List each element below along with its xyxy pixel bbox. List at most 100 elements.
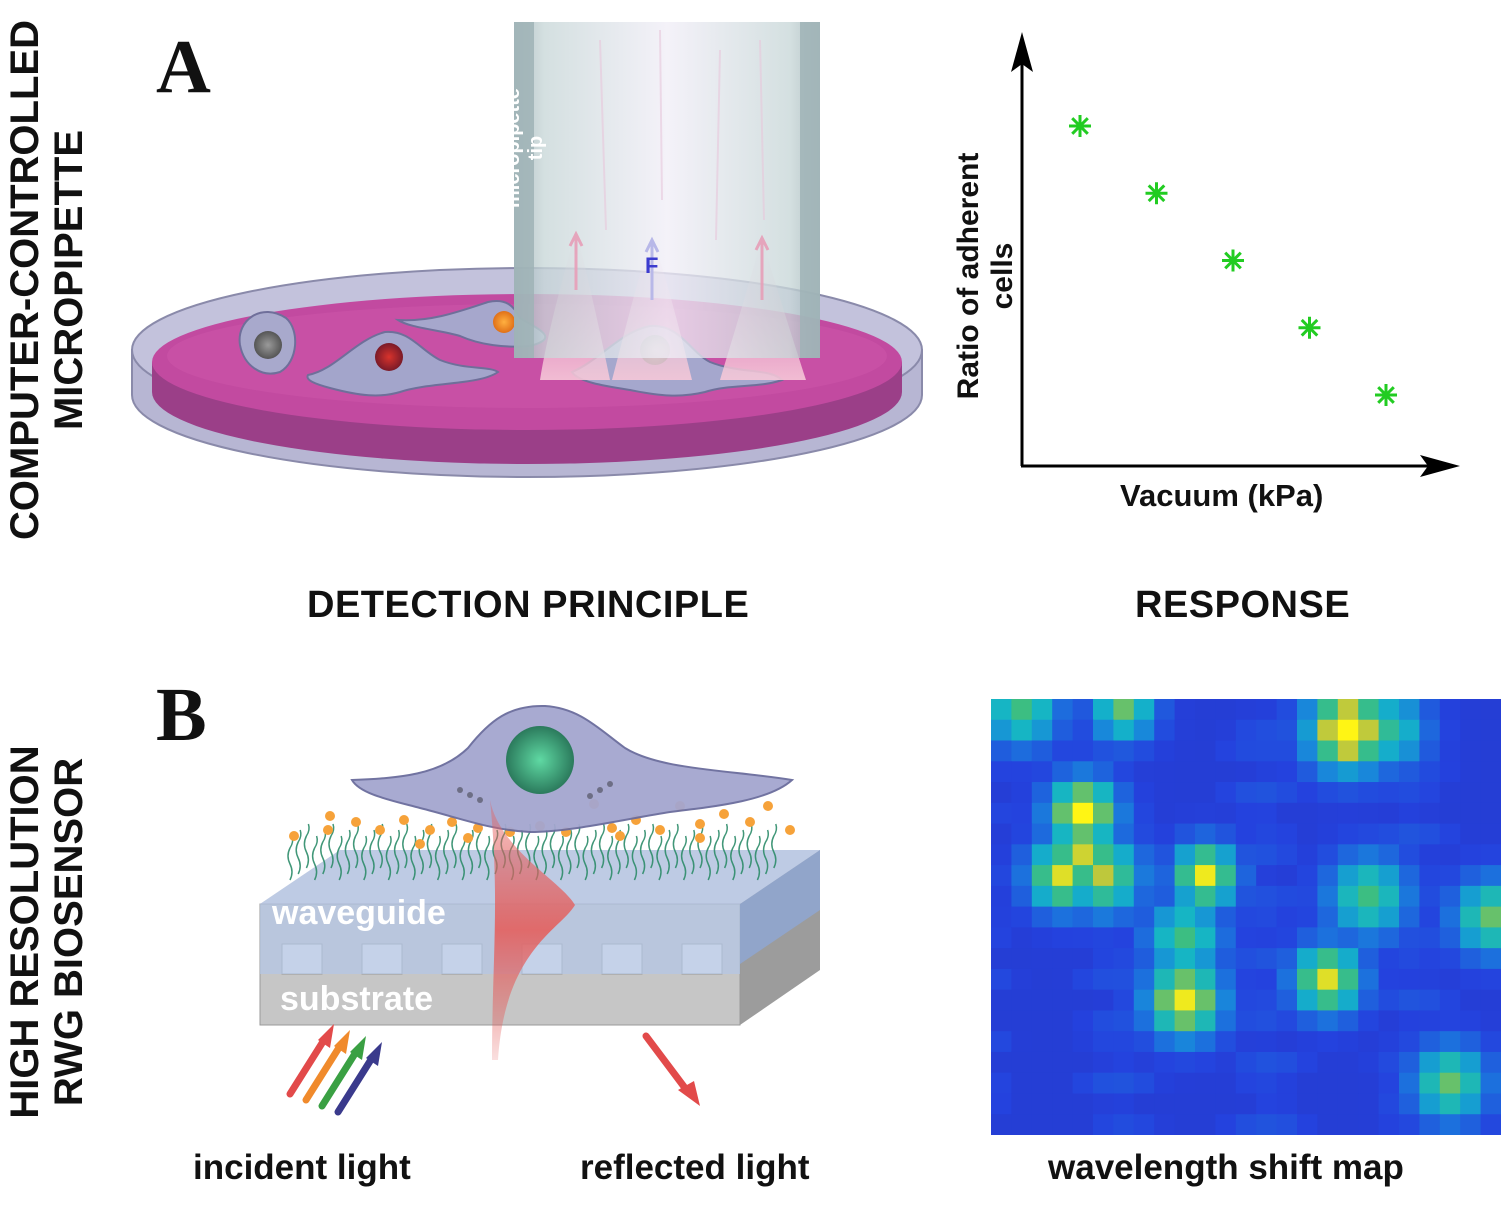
heatmap-cell (1174, 1114, 1196, 1135)
heatmap-cell (1133, 927, 1155, 949)
heatmap-cell (1256, 740, 1278, 762)
heatmap-cell (1276, 1072, 1298, 1095)
polymer-chain (393, 829, 401, 875)
heatmap-cell (1297, 906, 1318, 928)
heatmap-cell (1174, 761, 1196, 783)
heatmap-cell (1378, 699, 1400, 721)
heatmap-cell (991, 802, 1012, 825)
heatmap-cell (1052, 761, 1074, 783)
heatmap-cell (1215, 948, 1237, 970)
heatmap-cell (1256, 1010, 1278, 1032)
heatmap-cell (1113, 1114, 1135, 1135)
heatmap-cell (1399, 948, 1420, 970)
heatmap-cell (1072, 761, 1094, 783)
heatmap-cell (991, 968, 1012, 991)
cell-nucleus (506, 726, 574, 794)
y-axis-arrowhead (1011, 32, 1033, 72)
heatmap-cell (1195, 927, 1216, 949)
heatmap-cell (1399, 699, 1420, 721)
heatmap-cell (1195, 989, 1216, 1012)
heatmap-cell (1480, 1051, 1501, 1074)
heatmap-cell (1072, 823, 1094, 845)
polymer-chain (754, 835, 761, 881)
heatmap-cell (1072, 906, 1094, 928)
heatmap-cell (1235, 699, 1257, 721)
heatmap-cell (1195, 740, 1216, 762)
heatmap-cell (1154, 844, 1176, 866)
heatmap-cell (1399, 761, 1420, 783)
ligand-dot (399, 815, 409, 825)
heatmap-cell (1215, 761, 1237, 783)
polymer-chain (598, 823, 606, 869)
heatmap-cell (1195, 802, 1216, 825)
heatmap-cell (1480, 782, 1501, 804)
heatmap-cell (1378, 1010, 1400, 1032)
heatmap-cell (1358, 740, 1380, 762)
heatmap-cell (1358, 802, 1380, 825)
polymer-chain (689, 829, 696, 875)
heatmap-cell (1297, 865, 1318, 887)
heatmap-cell (1011, 968, 1033, 991)
heatmap-cell (1480, 968, 1501, 991)
heatmap-cell (1215, 719, 1237, 742)
heatmap-cell (1113, 865, 1135, 887)
heatmap-cell (1195, 1072, 1216, 1095)
heatmap-cell (1378, 740, 1400, 762)
heatmap-cell (1399, 989, 1420, 1012)
heatmap-cell (1154, 761, 1176, 783)
heatmap-cell (1460, 927, 1482, 949)
heatmap-cell (991, 1010, 1012, 1032)
heatmap-cell (1378, 1051, 1400, 1074)
heatmap-cell (1195, 1114, 1216, 1135)
polymer-chain (557, 835, 565, 881)
heatmap-cell (1154, 740, 1176, 762)
heatmap-cell (1031, 1093, 1053, 1115)
heatmap-cell (1358, 1093, 1380, 1115)
heatmap-cell (1031, 782, 1053, 804)
incident-light-ray (318, 1048, 360, 1110)
heatmap-cell (1439, 885, 1461, 908)
heatmap-cell (1439, 1093, 1461, 1115)
wavelength-shift-map (991, 699, 1501, 1135)
heatmap-cell (1113, 948, 1135, 970)
heatmap-cell (1399, 1010, 1420, 1032)
heatmap-cell (1093, 844, 1114, 866)
polymer-chain (418, 829, 425, 875)
heatmap-cell (1031, 761, 1053, 783)
heatmap-cell (1154, 865, 1176, 887)
heatmap-cell (1133, 906, 1155, 928)
ligand-dot (289, 831, 299, 841)
polymer-chain (541, 829, 548, 875)
heatmap-cell (1011, 844, 1033, 866)
heatmap-cell (1358, 1031, 1380, 1053)
heatmap-cell (1276, 885, 1298, 908)
heatmap-cell (1460, 699, 1482, 721)
heatmap-cell (1439, 1051, 1461, 1074)
heatmap-cell (1052, 948, 1074, 970)
heatmap-cell (1439, 968, 1461, 991)
heatmap-cell (1256, 906, 1278, 928)
polymer-chain (451, 823, 458, 869)
micropipette-tip (514, 22, 820, 358)
heatmap-cell (991, 719, 1012, 742)
heatmap-cell (1317, 844, 1339, 866)
heatmap-cell (1460, 823, 1482, 845)
heatmap-cell (1399, 1114, 1420, 1135)
heatmap-cell (1235, 1093, 1257, 1115)
heatmap-cell (1154, 1072, 1176, 1095)
heatmap-cell (1256, 1093, 1278, 1115)
heatmap-cell (1052, 719, 1074, 742)
heatmap-cell (1072, 989, 1094, 1012)
heatmap-cell (1439, 699, 1461, 721)
heatmap-cell (1235, 906, 1257, 928)
heatmap-cell (1154, 948, 1176, 970)
heatmap-cell (1399, 1093, 1420, 1115)
heatmap-cell (1215, 1072, 1237, 1095)
ligand-dot (375, 825, 385, 835)
waveguide-side (740, 850, 820, 964)
heatmap-cell (1358, 823, 1380, 845)
heatmap-cell (1419, 802, 1441, 825)
heatmap-cell (1011, 761, 1033, 783)
data-point (1145, 182, 1168, 205)
heatmap-cell (1174, 1072, 1196, 1095)
